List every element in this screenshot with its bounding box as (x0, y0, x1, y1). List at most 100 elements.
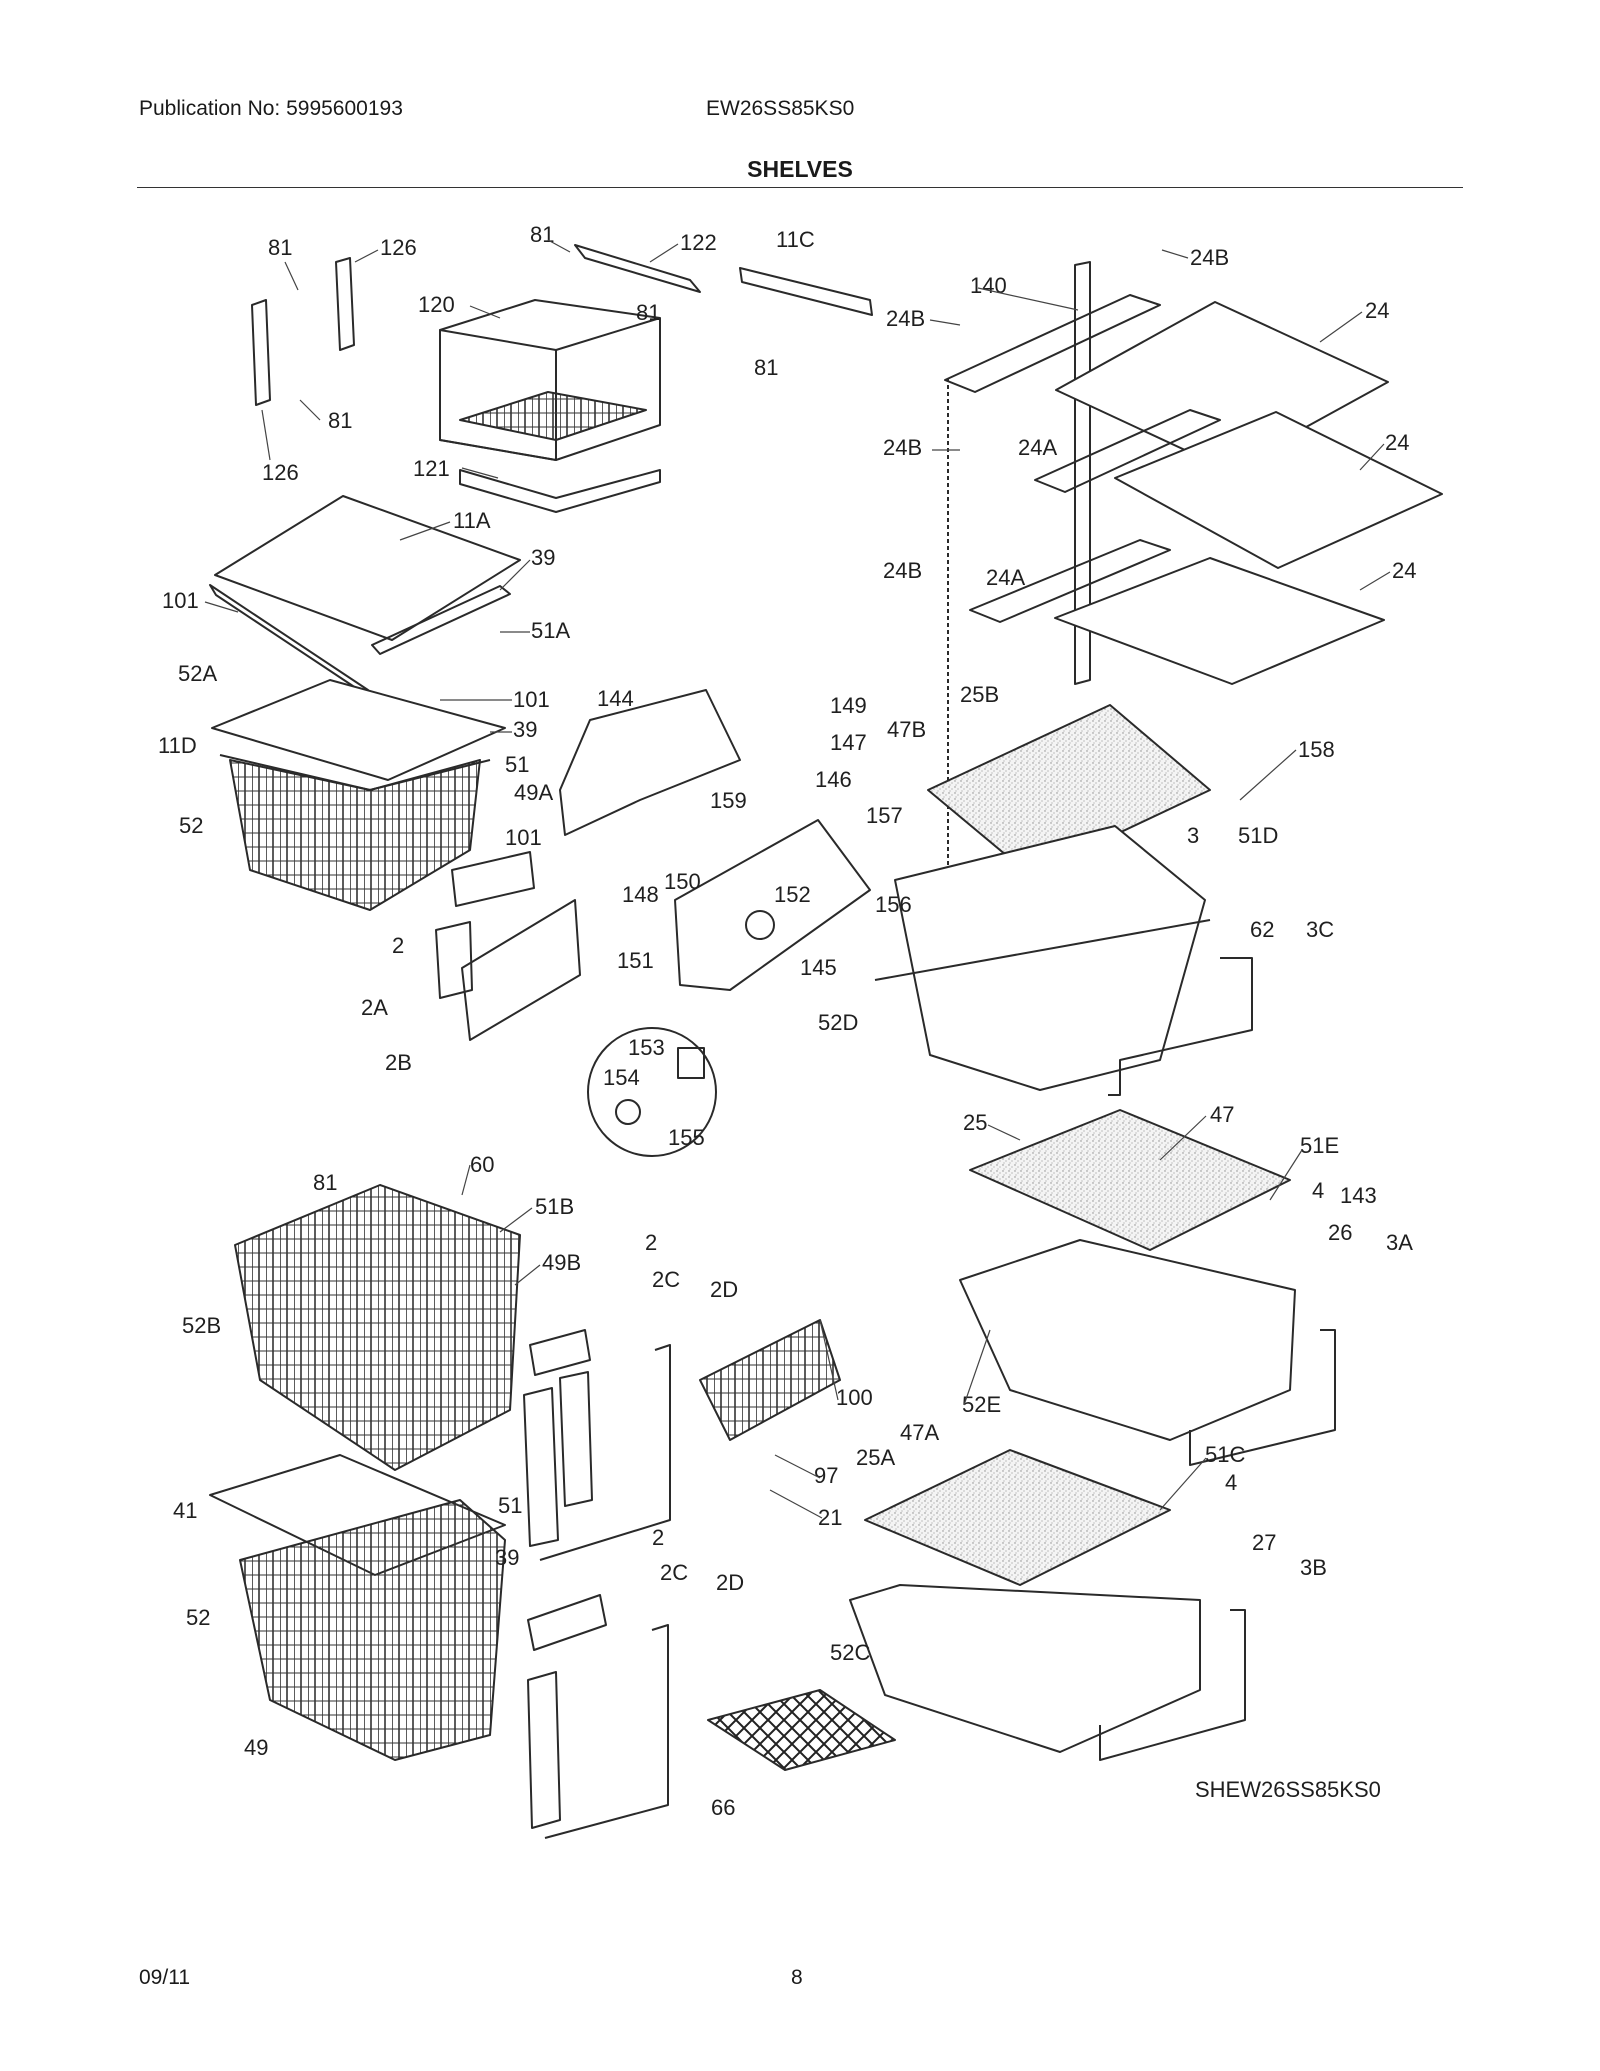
callout-52b: 52B (182, 1313, 221, 1338)
callout-121: 121 (413, 456, 450, 481)
callout-157: 157 (866, 803, 903, 828)
callout-39: 39 (531, 545, 555, 570)
callout-24b: 24B (886, 306, 925, 331)
callout-97: 97 (814, 1463, 838, 1488)
callout-49b: 49B (542, 1250, 581, 1275)
shelf-11d-part (211, 679, 506, 781)
callout-144: 144 (597, 686, 634, 711)
callout-2d: 2D (716, 1570, 744, 1595)
callout-2d: 2D (710, 1277, 738, 1302)
callout-158: 158 (1298, 737, 1335, 762)
callout-159: 159 (710, 788, 747, 813)
basket-49-part (239, 1499, 506, 1761)
callout-39: 39 (513, 717, 537, 742)
callout-101: 101 (162, 588, 199, 613)
callout-3: 3 (1187, 823, 1199, 848)
bin-front-2-part (435, 851, 581, 1041)
callout-11c: 11C (776, 227, 815, 252)
callout-52: 52 (186, 1605, 210, 1630)
callout-24: 24 (1392, 558, 1416, 583)
callout-24b: 24B (883, 435, 922, 460)
callout-24b: 24B (1190, 245, 1229, 270)
bracket-122-part (574, 244, 873, 316)
bin-front-2d-lower-part (527, 1594, 669, 1839)
model-number: EW26SS85KS0 (706, 97, 855, 120)
basket-49a-part (219, 754, 491, 911)
callout-52e: 52E (962, 1392, 1001, 1417)
crisper-47-part (959, 1109, 1336, 1466)
callout-11d: 11D (158, 733, 197, 758)
callout-24a: 24A (986, 565, 1025, 590)
page-title: SHELVES (747, 156, 853, 182)
callout-81: 81 (530, 222, 554, 247)
bin-120-part (439, 299, 661, 513)
callout-52c: 52C (830, 1640, 870, 1665)
callout-2: 2 (392, 933, 404, 958)
callout-52: 52 (179, 813, 203, 838)
callout-24b: 24B (883, 558, 922, 583)
callout-24a: 24A (1018, 435, 1057, 460)
callout-152: 152 (774, 882, 811, 907)
callout-49a: 49A (514, 780, 553, 805)
diagram-code: SHEW26SS85KS0 (1195, 1777, 1381, 1802)
shelf-24-part (944, 261, 1443, 1060)
callout-81: 81 (636, 300, 660, 325)
callout-51c: 51C (1205, 1442, 1245, 1467)
bracket-126-part (251, 257, 355, 406)
callout-154: 154 (603, 1065, 640, 1090)
callout-49: 49 (244, 1735, 268, 1760)
leader-lines (204, 239, 1391, 1519)
callout-27: 27 (1252, 1530, 1276, 1555)
callout-51d: 51D (1238, 823, 1278, 848)
callout-41: 41 (173, 1498, 197, 1523)
callout-11a: 11A (453, 508, 491, 533)
page-number: 8 (791, 1966, 803, 1989)
callout-25: 25 (963, 1110, 987, 1135)
callout-147: 147 (830, 730, 867, 755)
callout-labels: 81 126 81 126 81 122 120 81 11C 81 121 1… (158, 222, 1416, 1820)
publication-number: Publication No: 5995600193 (139, 97, 403, 120)
grate-66-part (707, 1689, 896, 1771)
footer-date: 09/11 (139, 1966, 190, 1989)
callout-126: 126 (262, 460, 299, 485)
coil-97-part (699, 1319, 841, 1441)
callout-66: 66 (711, 1795, 735, 1820)
crisper-47a-part (849, 1449, 1246, 1761)
callout-2: 2 (645, 1230, 657, 1255)
callout-47: 47 (1210, 1102, 1234, 1127)
callout-3c: 3C (1306, 917, 1334, 942)
callout-3b: 3B (1300, 1555, 1327, 1580)
callout-81: 81 (268, 235, 292, 260)
callout-2a: 2A (361, 995, 388, 1020)
crisper-47b-part (874, 704, 1253, 1096)
bin-front-2d-part (523, 1329, 671, 1561)
inset-detail-part (587, 1027, 717, 1157)
callout-150: 150 (664, 869, 701, 894)
callout-143: 143 (1340, 1183, 1377, 1208)
callout-145: 145 (800, 955, 837, 980)
callout-81: 81 (754, 355, 778, 380)
callout-51b: 51B (535, 1194, 574, 1219)
callout-2c: 2C (660, 1560, 688, 1585)
callout-47a: 47A (900, 1420, 939, 1445)
callout-101: 101 (505, 825, 542, 850)
control-housing-part (559, 689, 871, 991)
callout-148: 148 (622, 882, 659, 907)
callout-3a: 3A (1386, 1230, 1413, 1255)
callout-156: 156 (875, 892, 912, 917)
callout-101: 101 (513, 687, 550, 712)
callout-146: 146 (815, 767, 852, 792)
callout-60: 60 (470, 1152, 494, 1177)
callout-24: 24 (1385, 430, 1409, 455)
callout-81: 81 (328, 408, 352, 433)
callout-2: 2 (652, 1525, 664, 1550)
callout-62: 62 (1250, 917, 1274, 942)
callout-4: 4 (1225, 1470, 1237, 1495)
callout-151: 151 (617, 948, 654, 973)
callout-39: 39 (495, 1545, 519, 1570)
callout-52a: 52A (178, 661, 217, 686)
callout-4: 4 (1312, 1178, 1324, 1203)
callout-24: 24 (1365, 298, 1389, 323)
callout-51: 51 (498, 1493, 522, 1518)
